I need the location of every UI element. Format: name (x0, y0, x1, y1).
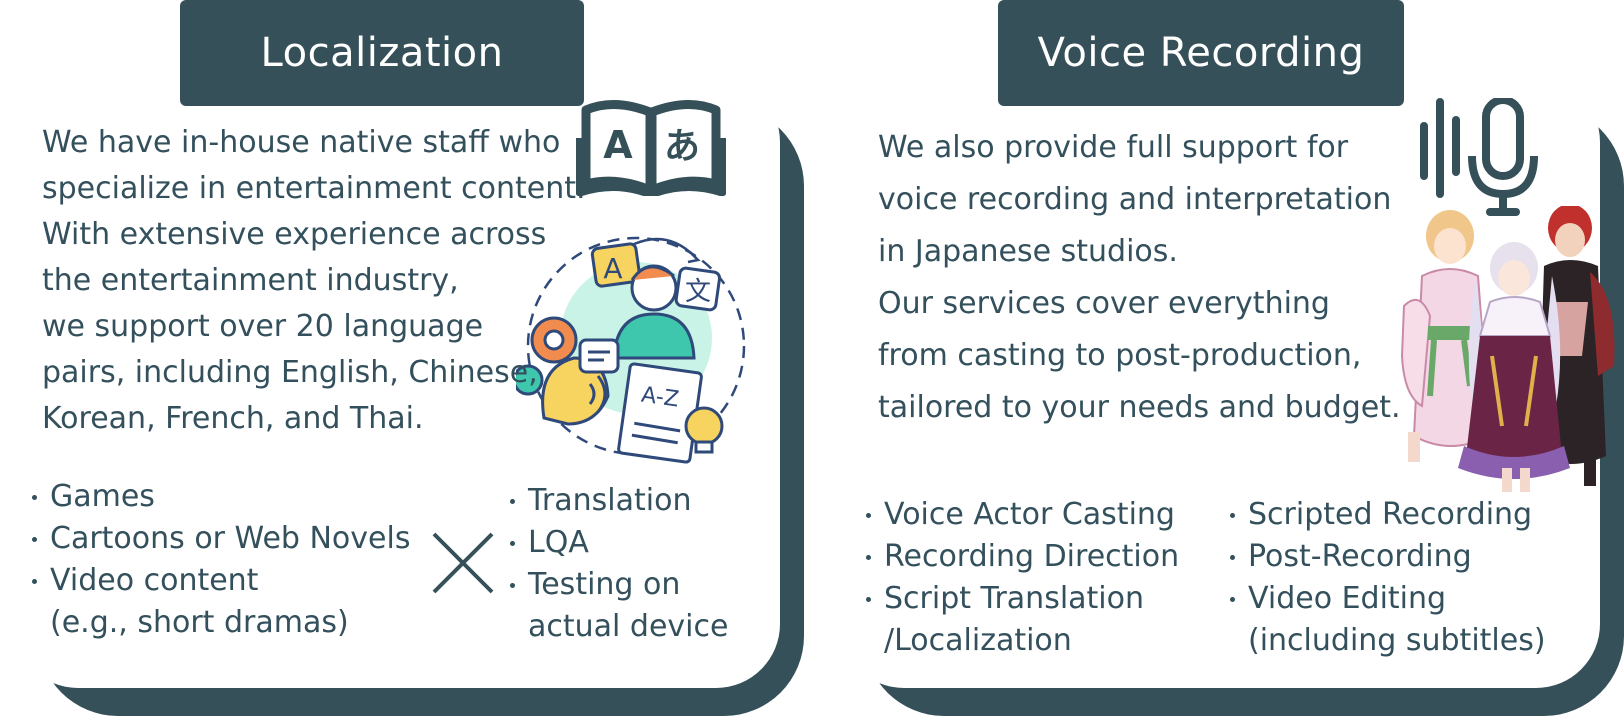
localization-description: We have in-house native staff who specia… (42, 120, 586, 442)
voice-recording-description-line: from casting to post-production, (878, 338, 1362, 373)
localization-description-line: specialize in entertainment content. (42, 171, 586, 206)
localization-description-line: With extensive experience across (42, 217, 547, 252)
content-type-list: Games Cartoons or Web Novels Video conte… (28, 476, 410, 644)
voice-recording-description: We also provide full support for voice r… (878, 122, 1401, 434)
translation-illustration: A 文 A-Z (516, 236, 746, 464)
book-translate-icon: A あ (576, 99, 726, 196)
voice-recording-description-line: in Japanese studios. (878, 234, 1178, 269)
voice-recording-description-line: Our services cover everything (878, 286, 1330, 321)
illus-letter-az: A-Z (640, 383, 681, 413)
list-item: Script Translation /Localization (862, 578, 1179, 662)
list-item: Video content (e.g., short dramas) (28, 560, 410, 644)
list-item: Post-Recording (1226, 536, 1546, 578)
list-item: Video Editing (including subtitles) (1226, 578, 1546, 662)
voice-recording-description-line: tailored to your needs and budget. (878, 390, 1401, 425)
cross-icon (432, 532, 494, 594)
list-item: Games (28, 476, 410, 518)
localization-description-line: Korean, French, and Thai. (42, 401, 424, 436)
list-item: Scripted Recording (1226, 494, 1546, 536)
voice-recording-description-line: We also provide full support for (878, 130, 1349, 165)
book-letter-hiragana: あ (664, 126, 700, 167)
voice-recording-description-line: voice recording and interpretation (878, 182, 1392, 217)
localization-title: Localization (180, 0, 584, 106)
illus-letter-a: A (603, 252, 622, 285)
localization-description-line: We have in-house native staff who (42, 125, 561, 160)
voice-service-list-left: Voice Actor Casting Recording Direction … (862, 494, 1179, 662)
list-item: LQA (506, 522, 728, 564)
illus-letter-kanji: 文 (685, 277, 711, 307)
list-item: Translation (506, 480, 728, 522)
localization-service-list: Translation LQA Testing on actual device (506, 480, 728, 648)
localization-description-line: the entertainment industry, (42, 263, 459, 298)
list-item: Voice Actor Casting (862, 494, 1179, 536)
voice-recording-title: Voice Recording (998, 0, 1404, 106)
localization-description-line: we support over 20 language (42, 309, 484, 344)
microphone-icon (1420, 98, 1538, 216)
voice-actor-characters-image (1400, 206, 1615, 492)
list-item: Cartoons or Web Novels (28, 518, 410, 560)
list-item: Recording Direction (862, 536, 1179, 578)
list-item: Testing on actual device (506, 564, 728, 648)
voice-service-list-right: Scripted Recording Post-Recording Video … (1226, 494, 1546, 662)
localization-description-line: pairs, including English, Chinese, (42, 355, 538, 390)
book-letter-a: A (603, 123, 633, 167)
